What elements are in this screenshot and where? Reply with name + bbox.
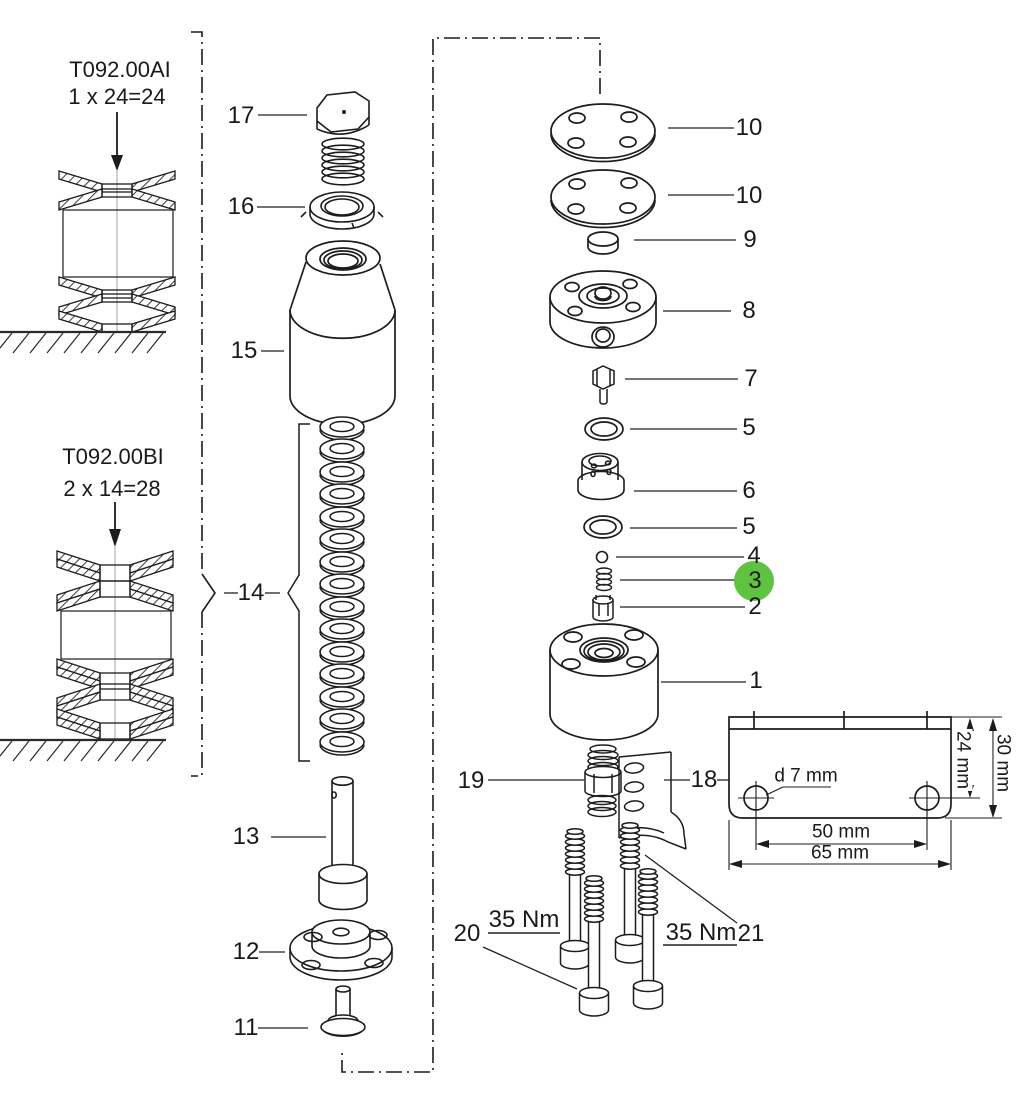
part-1-cylinder-body (549, 623, 659, 741)
inset-bottom-drawing (0, 502, 174, 763)
part-label-13: 13 (232, 823, 260, 850)
part-13-piston-rod (318, 775, 368, 911)
part-2-cage (592, 595, 614, 622)
part-label-2: 2 (748, 593, 762, 620)
part-label-12: 12 (232, 938, 260, 965)
dim-24mm: 24 mm (952, 728, 974, 792)
part-9-cap (587, 231, 619, 255)
part-label-9: 9 (743, 226, 757, 253)
part-3-spring (595, 567, 613, 592)
part-20-21-bolts (559, 821, 664, 1017)
part-14-spring-stack (287, 416, 365, 762)
dim-50mm: 50 mm (811, 821, 871, 843)
part-label-20: 20 (453, 920, 481, 947)
highlight-circle[interactable] (734, 561, 774, 601)
part-label-10-upper: 10 (735, 114, 763, 141)
inset-top-drawing (0, 112, 176, 355)
part-4-ball (595, 550, 609, 564)
inset-top-formula: 1 x 24=24 (68, 84, 166, 109)
part-17-plug (316, 91, 370, 186)
dim-30mm: 30 mm (992, 731, 1014, 795)
inset-bottom-formula: 2 x 14=28 (63, 476, 161, 501)
torque-label-left: 35 Nm (488, 906, 560, 933)
dimension-arrowheads (729, 718, 997, 868)
part-label-7: 7 (744, 365, 758, 392)
part-label-8: 8 (742, 297, 756, 324)
part-11-poppet-pin (320, 985, 366, 1037)
part-label-3-highlighted[interactable]: 3 (748, 567, 762, 594)
part-label-17: 17 (227, 102, 255, 129)
down-arrow-icon (111, 155, 123, 171)
part-16-ring-nut (300, 191, 384, 230)
part-label-21: 21 (737, 920, 765, 947)
dim-65mm: 65 mm (810, 842, 870, 864)
part-7-stem (592, 365, 615, 405)
part-label-1: 1 (749, 667, 763, 694)
part-label-4: 4 (747, 542, 761, 569)
part-10-discs (550, 103, 656, 229)
inset-top-code: T092.00AI (69, 57, 171, 82)
leader-lines (224, 114, 746, 1029)
part-label-11: 11 (233, 1014, 259, 1041)
part-label-19: 19 (457, 767, 485, 794)
part-19-nipple (584, 744, 622, 818)
part-6-bushing (577, 452, 625, 501)
stack-bracket (287, 423, 310, 762)
part-12-flange (289, 919, 393, 981)
chain-pointer-14 (201, 573, 216, 613)
down-arrow-icon (109, 529, 121, 547)
part-label-6: 6 (742, 477, 756, 504)
part-label-16: 16 (227, 193, 255, 220)
part-label-14: 14 (237, 579, 265, 606)
part-5-orings (583, 417, 624, 539)
part-label-18: 18 (690, 766, 718, 793)
part-label-10-lower: 10 (735, 182, 763, 209)
part-label-5-lower: 5 (742, 513, 756, 540)
part-15-cone-housing (289, 240, 396, 426)
torque-label-right: 35 Nm (665, 919, 737, 946)
dim-hole-diameter: d 7 mm (774, 765, 838, 787)
chain-lines (191, 31, 601, 1073)
part-label-5-upper: 5 (742, 414, 756, 441)
part-8-valve-block (549, 270, 657, 349)
inset-bottom-code: T092.00BI (62, 444, 164, 469)
part-label-15: 15 (230, 337, 258, 364)
